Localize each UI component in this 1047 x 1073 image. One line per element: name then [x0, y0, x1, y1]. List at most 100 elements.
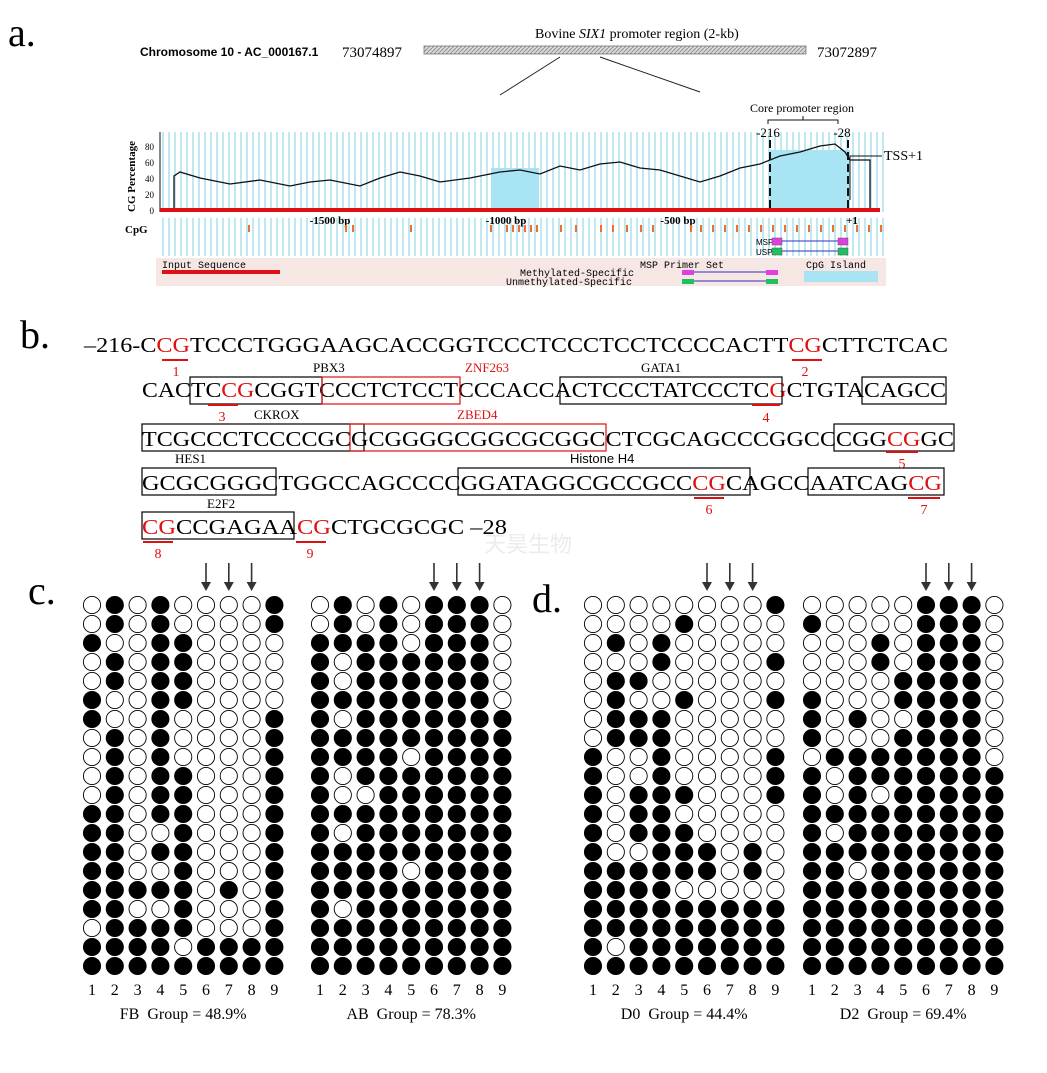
- methylated-cpg-dot: [379, 880, 398, 900]
- methylated-cpg-dot: [356, 956, 375, 976]
- methylated-cpg-dot: [962, 652, 981, 672]
- methylated-cpg-dot: [675, 785, 694, 805]
- methylated-cpg-dot: [470, 804, 489, 824]
- methylated-cpg-dot: [424, 804, 444, 824]
- methylated-cpg-dot: [720, 918, 739, 938]
- unmethylated-cpg-dot: [697, 747, 717, 767]
- unmethylated-cpg-dot: [825, 709, 844, 729]
- methylated-cpg-dot: [333, 633, 352, 653]
- unmethylated-cpg-dot: [151, 861, 170, 881]
- methylated-cpg-dot: [629, 823, 648, 843]
- unmethylated-cpg-dot: [720, 595, 739, 615]
- methylated-cpg-dot: [424, 652, 444, 672]
- methylated-cpg-dot: [310, 823, 330, 843]
- methylated-cpg-dot: [825, 861, 844, 881]
- methylated-cpg-dot: [697, 899, 717, 919]
- methylated-cpg-dot: [802, 785, 822, 805]
- methylated-cpg-dot: [310, 766, 330, 786]
- methylated-cpg-dot: [652, 728, 671, 748]
- unmethylated-cpg-dot: [825, 671, 844, 691]
- cpg-site-1: CG: [156, 333, 190, 357]
- unmethylated-cpg-dot: [606, 652, 625, 672]
- unmethylated-cpg-dot: [720, 652, 739, 672]
- methylated-cpg-dot: [174, 899, 193, 919]
- methylated-cpg-dot: [151, 804, 170, 824]
- methylated-cpg-dot: [629, 899, 648, 919]
- msp-label: MSP: [756, 238, 773, 247]
- unmethylated-cpg-dot: [402, 747, 421, 767]
- cpg-column-number: 3: [362, 982, 370, 999]
- seq-text: CTGTACAGCC: [787, 378, 946, 402]
- unmethylated-cpg-dot: [894, 652, 913, 672]
- unmethylated-cpg-dot: [82, 728, 102, 748]
- cpg-tick: [700, 225, 702, 232]
- cpg-column-number: 6: [703, 982, 711, 999]
- unmethylated-cpg-dot: [766, 804, 785, 824]
- methylated-cpg-dot: [583, 937, 603, 957]
- methylated-cpg-dot: [151, 690, 170, 710]
- cpg-tick: [560, 225, 562, 232]
- unmethylated-cpg-dot: [720, 747, 739, 767]
- methylated-cpg-dot: [310, 709, 330, 729]
- cg-percentage-curve: [173, 143, 871, 212]
- methylated-cpg-dot: [802, 899, 822, 919]
- cpg-number-4: 4: [763, 411, 770, 426]
- tss-arrow: [849, 155, 882, 200]
- unmethylated-cpg-dot: [402, 633, 421, 653]
- cpg-tick: [690, 225, 692, 232]
- cpg-column-number: 6: [922, 982, 930, 999]
- methylated-cpg-dot: [470, 861, 489, 881]
- methylated-cpg-dot: [583, 804, 603, 824]
- methylated-cpg-dot: [871, 652, 890, 672]
- y-axis-label: CG Percentage: [126, 141, 138, 212]
- group-methylation-label: FB Group = 48.9%: [120, 1006, 247, 1023]
- methylated-cpg-dot: [916, 861, 936, 881]
- unmethylated-cpg-dot: [697, 595, 717, 615]
- methylated-cpg-dot: [470, 671, 489, 691]
- legend-input-sequence-bar: [162, 270, 280, 274]
- methylated-cpg-dot: [310, 956, 330, 976]
- legend-cpg-island: CpG Island: [806, 260, 866, 272]
- unmethylated-cpg-dot: [82, 595, 102, 615]
- cpg-tick: [248, 225, 250, 232]
- methylated-cpg-dot: [356, 842, 375, 862]
- core-end-label: -28: [833, 125, 850, 140]
- methylated-cpg-dot: [962, 785, 981, 805]
- cpg-column-number: 5: [407, 982, 415, 999]
- unmethylated-cpg-dot: [720, 728, 739, 748]
- methylated-cpg-dot: [962, 937, 981, 957]
- region-title-gene: SIX1: [579, 27, 606, 42]
- panel-label-a: a.: [8, 10, 36, 55]
- methylated-cpg-dot: [871, 842, 890, 862]
- methylated-cpg-dot: [894, 861, 913, 881]
- unmethylated-cpg-dot: [871, 728, 890, 748]
- methylated-cpg-dot: [470, 747, 489, 767]
- methylated-cpg-dot: [356, 937, 375, 957]
- unmethylated-cpg-dot: [82, 671, 102, 691]
- unmethylated-cpg-dot: [743, 633, 762, 653]
- methylated-cpg-dot: [629, 785, 648, 805]
- methylated-cpg-dot: [493, 728, 512, 748]
- methylated-cpg-dot: [985, 918, 1004, 938]
- unmethylated-cpg-dot: [675, 633, 694, 653]
- methylated-cpg-dot: [424, 861, 444, 881]
- zoom-line-right: [599, 56, 701, 93]
- methylated-cpg-dot: [720, 899, 739, 919]
- methylated-cpg-dot: [82, 956, 102, 976]
- methylated-cpg-dot: [802, 937, 822, 957]
- methylated-cpg-dot: [265, 861, 284, 881]
- methylated-cpg-dot: [939, 937, 958, 957]
- unmethylated-cpg-dot: [766, 671, 785, 691]
- unmethylated-cpg-dot: [265, 690, 284, 710]
- unmethylated-cpg-dot: [219, 842, 238, 862]
- unmethylated-cpg-dot: [105, 633, 124, 653]
- unmethylated-cpg-dot: [242, 804, 261, 824]
- unmethylated-cpg-dot: [606, 842, 625, 862]
- methylated-cpg-dot: [265, 747, 284, 767]
- unmethylated-cpg-dot: [848, 690, 867, 710]
- methylated-cpg-dot: [916, 880, 936, 900]
- methylated-cpg-dot: [697, 842, 717, 862]
- unmethylated-cpg-dot: [128, 899, 147, 919]
- unmethylated-cpg-dot: [242, 633, 261, 653]
- cpg-tick: [760, 225, 762, 232]
